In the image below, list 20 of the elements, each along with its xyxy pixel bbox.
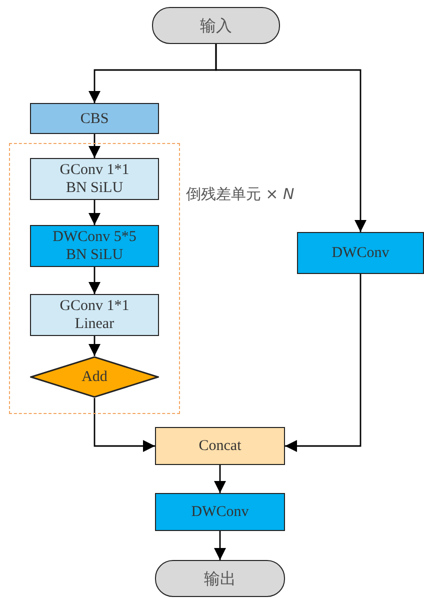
decision-diamond: Add xyxy=(30,356,159,398)
process-box: DWConv 5*5 BN SiLU xyxy=(30,225,159,267)
process-box: GConv 1*1 Linear xyxy=(30,294,159,336)
arrow xyxy=(214,465,226,493)
arrow xyxy=(88,200,100,225)
arrow xyxy=(88,134,100,158)
arrow xyxy=(88,336,100,356)
arrow xyxy=(94,398,155,452)
start-terminal: 输入 xyxy=(152,7,280,44)
process-box: Concat xyxy=(155,427,285,465)
arrow xyxy=(214,531,226,560)
process-box: CBS xyxy=(30,103,159,134)
arrow xyxy=(285,274,362,452)
process-box: DWConv xyxy=(297,232,424,274)
process-box: DWConv xyxy=(155,493,285,531)
arrow xyxy=(215,44,366,232)
group-label: 倒残差单元 × N xyxy=(185,184,295,205)
end-terminal: 输出 xyxy=(155,560,285,597)
arrow xyxy=(88,267,100,294)
process-box: GConv 1*1 BN SiLU xyxy=(30,158,159,200)
